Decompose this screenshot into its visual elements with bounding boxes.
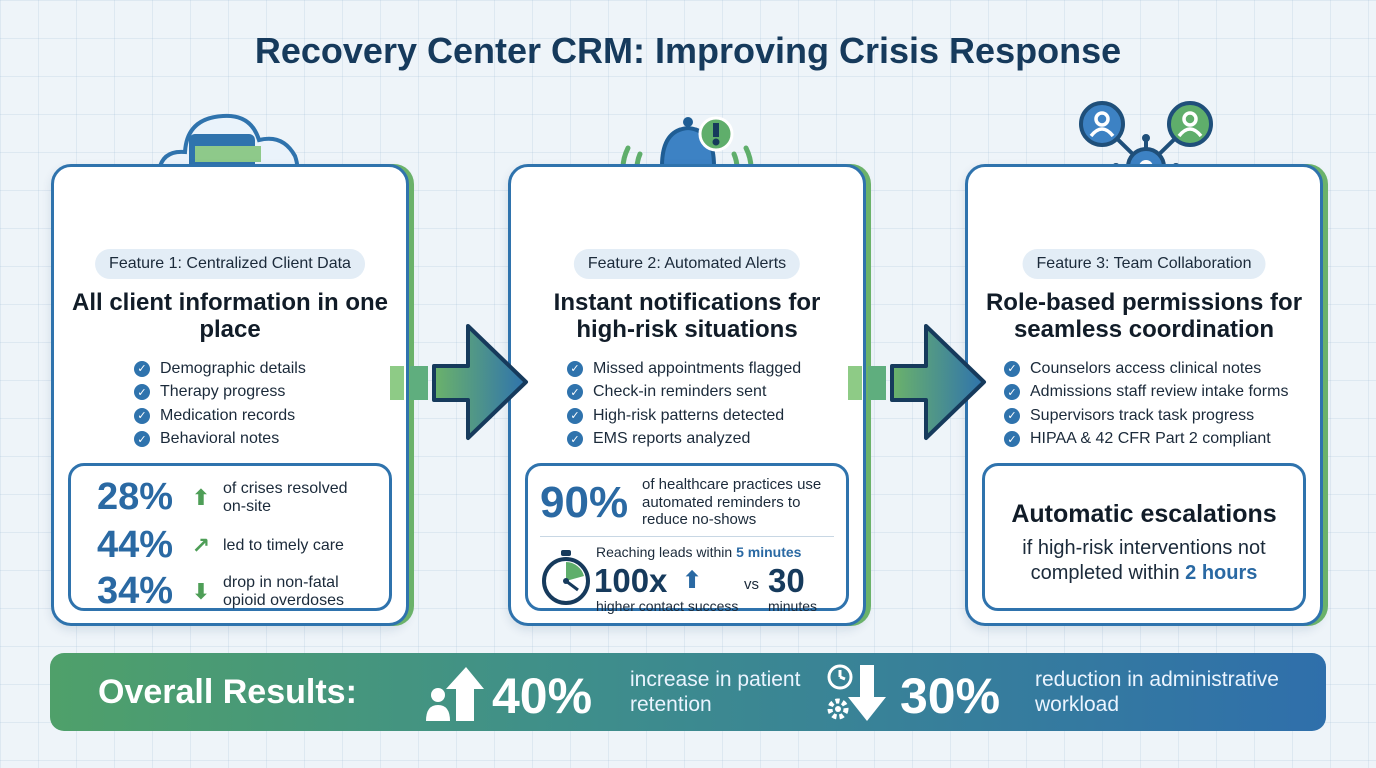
compare-value: 30 [768, 562, 805, 599]
escalation-box: Automatic escalations if high-risk inter… [982, 463, 1306, 611]
feature-card-team-collaboration: Feature 3: Team Collaboration Role-based… [965, 164, 1323, 626]
overall-results-banner: Overall Results: 40% increase in patient… [50, 653, 1326, 731]
check-icon: ✓ [567, 360, 583, 377]
arrow-up-right-icon: ↗ [191, 532, 211, 558]
stat-text: led to timely care [223, 536, 344, 554]
feature-checklist: ✓Counselors access clinical notes ✓Admis… [1004, 357, 1288, 451]
check-icon: ✓ [134, 384, 150, 401]
stat-text: higher contact success [596, 598, 739, 614]
arrow-up-icon: ⬆ [191, 484, 211, 510]
check-icon: ✓ [134, 407, 150, 424]
list-item: ✓Therapy progress [134, 381, 306, 405]
check-icon: ✓ [134, 431, 150, 448]
result-value: 30% [900, 668, 1001, 724]
list-item: ✓Behavioral notes [134, 428, 306, 452]
stats-box: 28% ⬆ of crises resolved on-site 44% ↗ l… [68, 463, 392, 613]
list-item: ✓Missed appointments flagged [567, 357, 801, 381]
check-icon: ✓ [567, 431, 583, 448]
flow-arrow-icon [848, 324, 986, 440]
feature-headline: Role-based permissions for seamless coor… [985, 289, 1303, 343]
list-item: ✓Demographic details [134, 357, 306, 381]
list-item: ✓Counselors access clinical notes [1004, 357, 1288, 381]
check-icon: ✓ [1004, 407, 1020, 424]
page-title: Recovery Center CRM: Improving Crisis Re… [254, 30, 1122, 71]
result-text: reduction in administrative workload [1035, 668, 1279, 716]
flow-arrow-icon [390, 324, 528, 440]
feature-card-automated-alerts: Feature 2: Automated Alerts Instant noti… [508, 164, 866, 626]
check-icon: ✓ [567, 407, 583, 424]
check-icon: ✓ [134, 360, 150, 377]
arrow-up-icon: ⬆ [682, 567, 703, 594]
stat-value: 44% [97, 524, 174, 566]
check-icon: ✓ [567, 384, 583, 401]
results-label: Overall Results: [98, 673, 357, 711]
feature-checklist: ✓Demographic details ✓Therapy progress ✓… [134, 357, 306, 451]
arrow-down-icon: ⬇ [191, 578, 211, 604]
list-item: ✓Medication records [134, 404, 306, 428]
user-up-arrow-icon [426, 667, 484, 721]
feature-pill: Feature 2: Automated Alerts [573, 249, 801, 279]
list-item: ✓High-risk patterns detected [567, 404, 801, 428]
stat-text: drop in non-fatal opioid overdoses [223, 573, 344, 609]
leads-label: Reaching leads within 5 minutes [596, 544, 802, 560]
stat-value: 100x [594, 562, 668, 599]
stat-text: of healthcare practices use automated re… [642, 476, 822, 528]
escalation-text: if high-risk interventions not completed… [1022, 537, 1266, 584]
check-icon: ✓ [1004, 360, 1020, 377]
feature-pill: Feature 1: Centralized Client Data [95, 249, 365, 279]
compare-unit: minutes [768, 598, 818, 614]
stat-text: of crises resolved on-site [223, 479, 348, 515]
feature-card-centralized-data: Feature 1: Centralized Client Data All c… [51, 164, 409, 626]
vs-label: vs [744, 576, 759, 593]
feature-headline: Instant notifications for high-risk situ… [553, 289, 821, 343]
stat-value: 34% [97, 570, 174, 612]
escalation-title: Automatic escalations [1011, 500, 1277, 528]
list-item: ✓HIPAA & 42 CFR Part 2 compliant [1004, 428, 1288, 452]
list-item: ✓Supervisors track task progress [1004, 404, 1288, 428]
list-item: ✓EMS reports analyzed [567, 428, 801, 452]
clock-gear-down-arrow-icon [827, 664, 886, 721]
feature-pill: Feature 3: Team Collaboration [1022, 249, 1266, 279]
list-item: ✓Check-in reminders sent [567, 381, 801, 405]
list-item: ✓Admissions staff review intake forms [1004, 381, 1288, 405]
check-icon: ✓ [1004, 384, 1020, 401]
result-value: 40% [492, 668, 593, 724]
stat-value: 28% [97, 476, 174, 518]
stats-box: 90% of healthcare practices use automate… [525, 463, 849, 614]
stopwatch-icon [542, 550, 590, 605]
stat-row: 34% ⬇ drop in non-fatal opioid overdoses [97, 570, 363, 613]
stat-value: 90% [540, 478, 629, 527]
stat-row: 28% ⬆ of crises resolved on-site [97, 476, 363, 519]
feature-checklist: ✓Missed appointments flagged ✓Check-in r… [567, 357, 801, 451]
check-icon: ✓ [1004, 431, 1020, 448]
divider [540, 536, 834, 537]
result-text: increase in patient retention [630, 668, 801, 716]
feature-headline: All client information in one place [71, 289, 388, 343]
stat-row: 44% ↗ led to timely care [97, 524, 344, 567]
